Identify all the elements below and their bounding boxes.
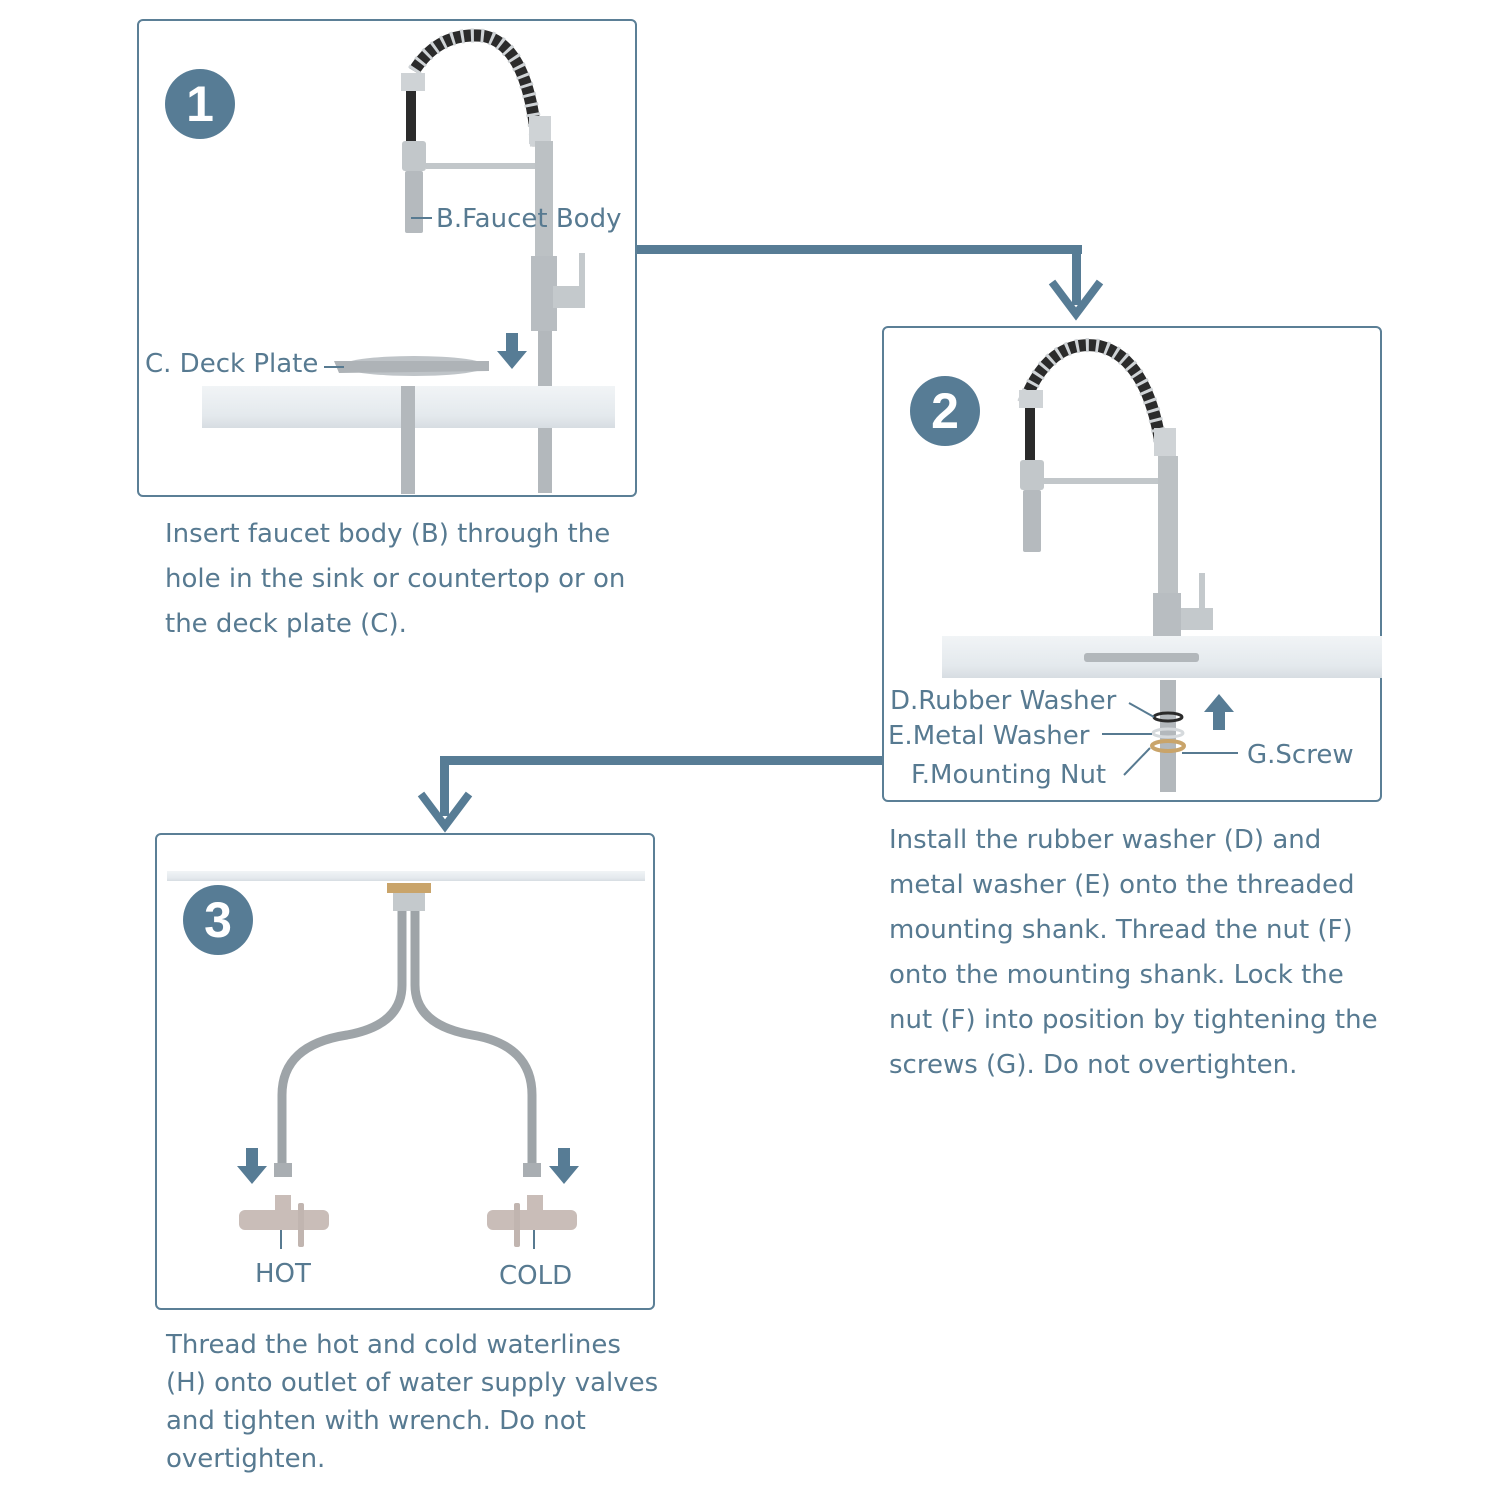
label-screw: G.Screw <box>1247 740 1354 770</box>
arrow-down-icon <box>237 1148 267 1184</box>
step-3-panel: 3 HOT COLD <box>155 833 655 1310</box>
label-deck-plate: C. Deck Plate <box>145 349 319 379</box>
arrow-down-icon <box>549 1148 579 1184</box>
deck-plate <box>1084 653 1199 662</box>
step-3-description: Thread the hot and cold waterlines (H) o… <box>166 1326 706 1478</box>
step-1-description: Insert faucet body (B) through the hole … <box>165 512 665 647</box>
step-2-line-2: metal washer (E) onto the threaded <box>889 870 1355 900</box>
step-3-line-1: Thread the hot and cold waterlines <box>166 1330 621 1360</box>
step-2-line-3: mounting shank. Thread the nut (F) <box>889 915 1353 945</box>
step-2-line-1: Install the rubber washer (D) and <box>889 825 1322 855</box>
label-metal-washer: E.Metal Washer <box>888 721 1090 751</box>
step-2-line-6: screws (G). Do not overtighten. <box>889 1050 1298 1080</box>
chevron-down-icon <box>1048 279 1104 321</box>
step-2-line-4: onto the mounting shank. Lock the <box>889 960 1344 990</box>
step-2-description: Install the rubber washer (D) and metal … <box>889 818 1409 1088</box>
label-faucet-body: B.Faucet Body <box>436 204 622 234</box>
step-1-line-1: Insert faucet body (B) through the <box>165 519 611 549</box>
countertop-underside <box>167 871 645 881</box>
step-3-line-3: and tighten with wrench. Do not <box>166 1406 586 1436</box>
label-mounting-nut: F.Mounting Nut <box>911 760 1107 790</box>
arrow-down-icon <box>497 333 527 369</box>
step-1-line-2: hole in the sink or countertop or on <box>165 564 626 594</box>
step-3-badge: 3 <box>183 885 253 955</box>
step-2-line-5: nut (F) into position by tightening the <box>889 1005 1378 1035</box>
step-1-badge: 1 <box>165 69 235 139</box>
step-1-panel: 1 B.Faucet Body C. Deck Plate <box>137 19 637 497</box>
step-1-line-3: the deck plate (C). <box>165 609 407 639</box>
chevron-down-icon <box>417 791 473 833</box>
step-3-line-4: overtighten. <box>166 1444 326 1474</box>
step-2-panel: 2 D.Rubber Washer E.Metal Washer F.Mo <box>882 326 1382 802</box>
label-cold: COLD <box>499 1261 573 1291</box>
waterlines-illustration <box>239 883 577 1249</box>
label-rubber-washer: D.Rubber Washer <box>890 686 1117 716</box>
step-3-line-2: (H) onto outlet of water supply valves <box>166 1368 659 1398</box>
arrow-up-icon <box>1204 694 1234 730</box>
label-hot: HOT <box>255 1259 311 1289</box>
faucet-shank <box>401 386 415 494</box>
step-2-badge: 2 <box>910 376 980 446</box>
